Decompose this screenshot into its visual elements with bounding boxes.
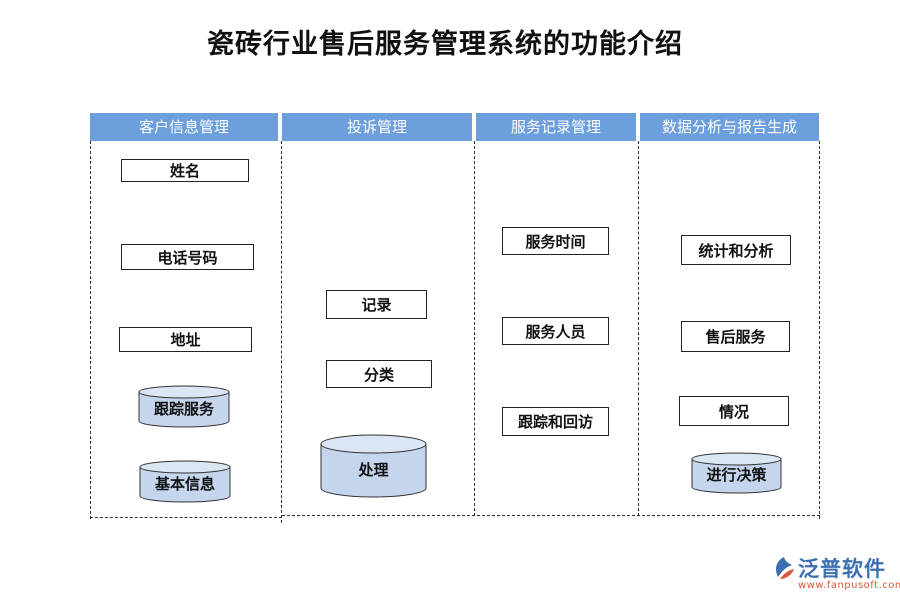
item-phone-number: 电话号码 [121,244,254,270]
item-follow-up: 跟踪和回访 [502,407,609,436]
column-header-customer-info: 客户信息管理 [90,113,278,141]
item-status: 情况 [679,396,789,426]
divider-2 [474,141,475,516]
item-address: 地址 [119,327,252,352]
cylinder-decision: 进行决策 [691,452,782,494]
divider-left [90,141,91,519]
diagram-title: 瓷砖行业售后服务管理系统的功能介绍 [207,29,683,60]
frame-bottom-2 [282,515,820,516]
item-record: 记录 [326,290,427,319]
item-service-staff: 服务人员 [502,317,609,345]
brand-url: www.fanpusoft.com [798,580,900,591]
cylinder-basic-info: 基本信息 [139,460,231,504]
item-category: 分类 [326,360,432,388]
cylinder-handling: 处理 [320,434,427,498]
column-header-service-record: 服务记录管理 [476,113,636,141]
brand-name: 泛普软件 [798,557,886,581]
item-service-time: 服务时间 [502,227,609,255]
item-statistics: 统计和分析 [681,235,791,265]
cylinder-tracking-service: 跟踪服务 [138,385,230,429]
item-after-sales: 售后服务 [681,321,790,352]
divider-right [819,141,820,519]
item-name: 姓名 [121,159,249,182]
divider-3 [638,141,639,516]
brand-logo: 泛普软件 www.fanpusoft.com [772,553,900,597]
frame-bottom-1 [90,517,282,518]
column-header-data-analysis: 数据分析与报告生成 [640,113,819,141]
brand-leaf-icon [776,557,794,579]
column-header-complaint: 投诉管理 [282,113,472,141]
divider-1 [281,141,282,523]
